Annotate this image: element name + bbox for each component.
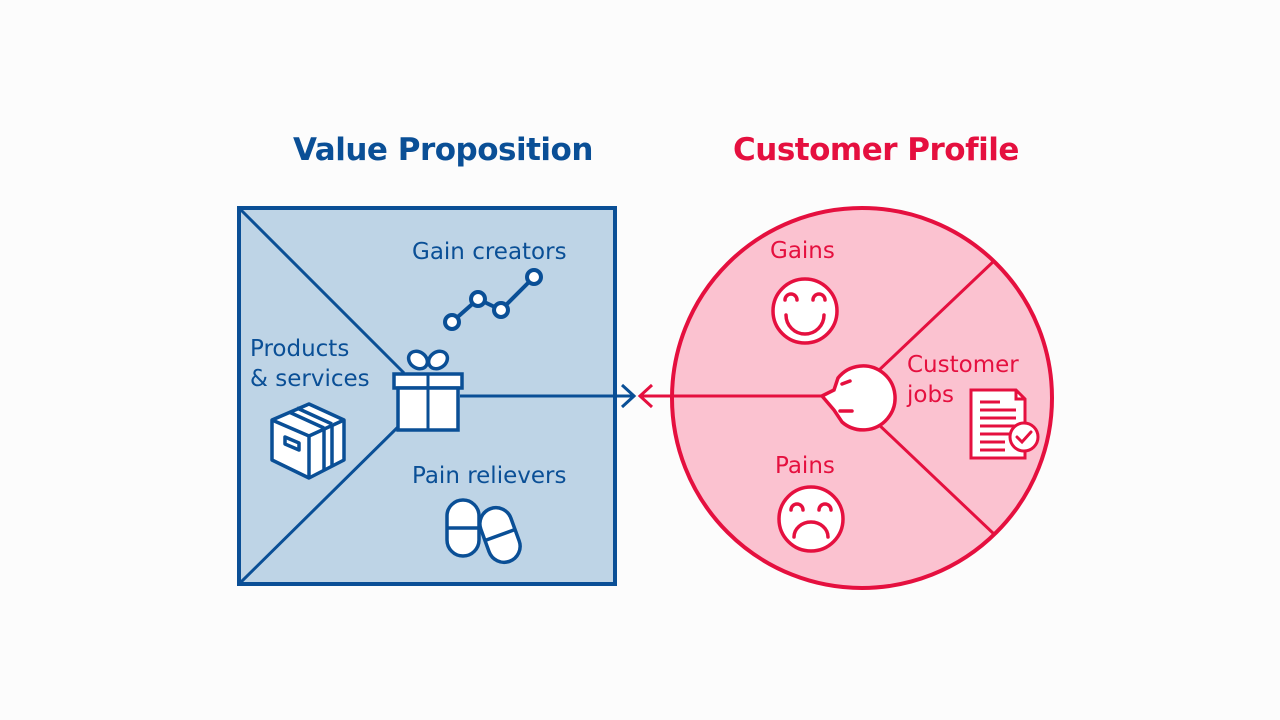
line-graph-icon [443, 268, 543, 331]
pills-icon [445, 498, 522, 565]
divider-jobs-pains [874, 420, 997, 537]
gain-creators-label: Gain creators [412, 239, 567, 265]
customer-jobs-label-line2: jobs [906, 382, 954, 408]
products-services-label-line2: & services [250, 366, 370, 392]
divider-gains-jobs [874, 258, 997, 375]
gift-icon [392, 349, 464, 432]
value-proposition-title: Value Proposition [293, 132, 593, 168]
customer-profile-title: Customer Profile [733, 132, 1019, 168]
document-check-icon [969, 388, 1040, 460]
divider-top [237, 206, 406, 375]
smiley-face-icon [771, 277, 839, 345]
pain-relievers-label: Pain relievers [412, 463, 566, 489]
gains-label: Gains [770, 238, 835, 264]
value-arrow-head-icon [620, 383, 637, 409]
customer-arrow-head-icon [637, 383, 654, 409]
value-proposition-square [237, 206, 637, 586]
box-icon [270, 402, 346, 480]
divider-bottom [237, 419, 406, 586]
pains-label: Pains [775, 453, 835, 479]
products-services-label-line1: Products [250, 336, 349, 362]
sad-face-icon [777, 485, 845, 553]
customer-jobs-label-line1: Customer [907, 352, 1019, 378]
customer-head-icon [819, 364, 897, 432]
